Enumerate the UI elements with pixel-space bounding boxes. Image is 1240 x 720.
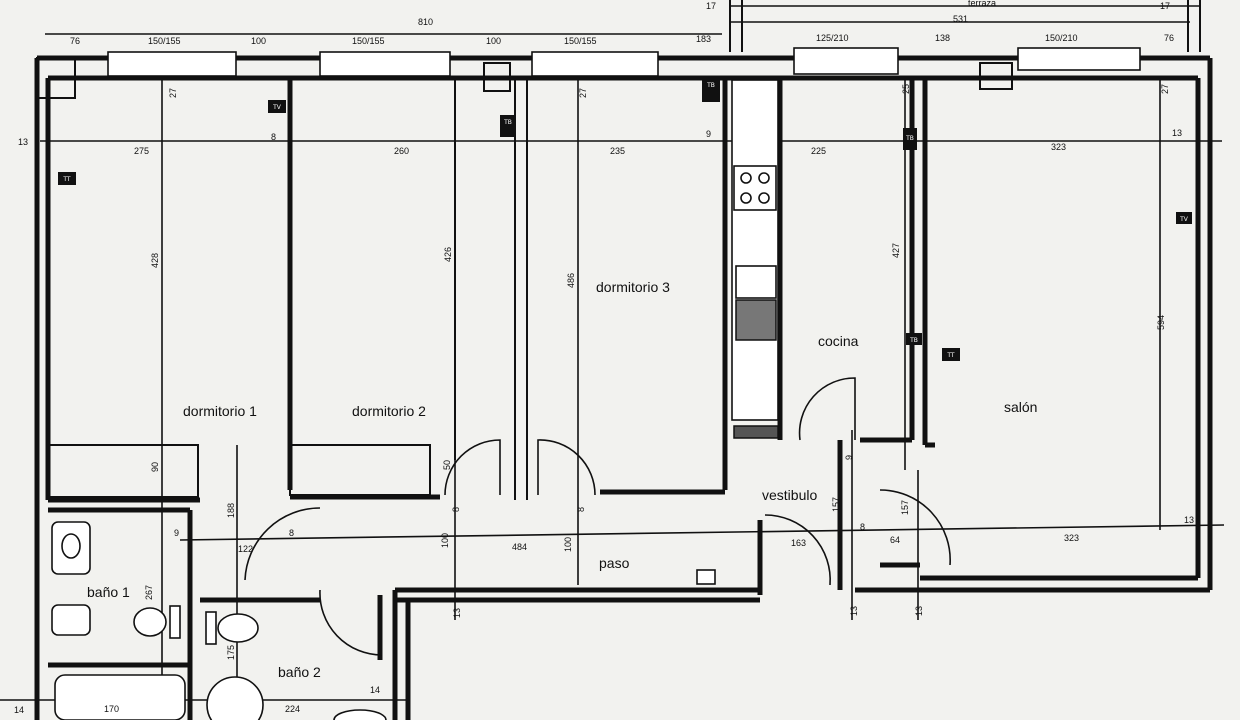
dim-label: 8 xyxy=(451,507,461,512)
dim-label: 9 xyxy=(706,129,711,139)
dim-label: 150/210 xyxy=(1045,33,1078,43)
tb-socket-icon: TB xyxy=(905,135,914,142)
dim-label: 8 xyxy=(576,507,586,512)
room-label-dormitorio-2: dormitorio 2 xyxy=(352,403,426,419)
dim-label: 157 xyxy=(831,497,841,512)
bath-fixtures xyxy=(51,521,387,720)
dim-label: 275 xyxy=(134,146,149,156)
room-label-dormitorio-3: dormitorio 3 xyxy=(596,279,670,295)
dim-label: 76 xyxy=(70,36,80,46)
toilet-icon xyxy=(133,607,167,637)
dim-label: 13 xyxy=(452,608,462,618)
dim-label: 170 xyxy=(104,704,119,714)
dim-label: 484 xyxy=(512,542,527,552)
dim-label: 150/155 xyxy=(564,36,597,46)
dim-label: 100 xyxy=(486,36,501,46)
room-label-terraza: terraza xyxy=(968,0,996,8)
bathtub-icon xyxy=(54,674,186,720)
dim-label: 90 xyxy=(150,462,160,472)
dim-label: 122 xyxy=(238,544,253,554)
dim-label: 13 xyxy=(1184,515,1194,525)
dim-label: 25 xyxy=(901,84,911,94)
dimension-lines xyxy=(0,5,1225,720)
dim-label: 163 xyxy=(791,538,806,548)
dim-label: 13 xyxy=(18,137,28,147)
dim-label: 17 xyxy=(706,1,716,11)
dim-label: 323 xyxy=(1064,533,1079,543)
dim-label: 100 xyxy=(440,533,450,548)
dim-label: 428 xyxy=(150,253,160,268)
dim-label: 64 xyxy=(890,535,900,545)
dim-label: 8 xyxy=(289,528,294,538)
room-labels: dormitorio 1 dormitorio 2 dormitorio 3 c… xyxy=(87,0,1037,680)
dim-label: 9 xyxy=(844,455,854,460)
tb-socket-icon: TB xyxy=(503,119,512,126)
kitchen-fixtures xyxy=(731,79,779,439)
dim-label: 50 xyxy=(442,460,452,470)
dim-label: 125/210 xyxy=(816,33,849,43)
dim-label: 188 xyxy=(226,503,236,518)
doors xyxy=(244,377,951,656)
dim-label: 486 xyxy=(566,273,576,288)
dim-label: 531 xyxy=(953,14,968,24)
room-label-paso: paso xyxy=(599,555,630,571)
dim-label: 260 xyxy=(394,146,409,156)
room-label-salon: salón xyxy=(1004,399,1037,415)
dim-label: 183 xyxy=(696,34,711,44)
dim-label: 267 xyxy=(144,585,154,600)
dim-label: 225 xyxy=(811,146,826,156)
walls xyxy=(34,0,1213,720)
dimension-labels: 810 76 150/155 100 150/155 100 150/155 1… xyxy=(14,1,1194,715)
room-label-bano-1: baño 1 xyxy=(87,584,130,600)
tt-socket-icon: TT xyxy=(946,352,955,359)
dim-label: 9 xyxy=(174,528,179,538)
shower-icon xyxy=(206,676,264,720)
dim-label: 138 xyxy=(935,33,950,43)
dim-label: 17 xyxy=(1160,1,1170,11)
dim-label: 100 xyxy=(251,36,266,46)
dim-label: 810 xyxy=(418,17,433,27)
room-label-bano-2: baño 2 xyxy=(278,664,321,680)
dim-label: 224 xyxy=(285,704,300,714)
dim-label: 13 xyxy=(849,606,859,616)
tb-socket-icon: TB xyxy=(706,82,715,89)
dim-label: 27 xyxy=(168,88,178,98)
dim-label: 27 xyxy=(578,88,588,98)
room-label-cocina: cocina xyxy=(818,333,859,349)
toilet-icon xyxy=(51,604,91,636)
dim-label: 150/155 xyxy=(148,36,181,46)
dim-label: 323 xyxy=(1051,142,1066,152)
dim-label: 8 xyxy=(860,522,865,532)
dim-label: 235 xyxy=(610,146,625,156)
intercom-icon xyxy=(696,569,716,585)
dim-label: 427 xyxy=(891,243,901,258)
room-label-vestibulo: vestibulo xyxy=(762,487,817,503)
dim-label: 8 xyxy=(271,132,276,142)
dim-label: 594 xyxy=(1156,315,1166,330)
dim-label: 27 xyxy=(1160,84,1170,94)
dim-label: 76 xyxy=(1164,33,1174,43)
dim-label: 14 xyxy=(370,685,380,695)
dim-label: 175 xyxy=(226,645,236,660)
sockets: TV TT TB TB TB TV TB TT xyxy=(58,78,1192,585)
dim-label: 100 xyxy=(563,537,573,552)
dim-label: 150/155 xyxy=(352,36,385,46)
tv-socket-icon: TV xyxy=(1179,216,1189,223)
toilet-icon xyxy=(217,613,259,643)
tt-socket-icon: TT xyxy=(62,176,71,183)
dim-label: 157 xyxy=(900,500,910,515)
dim-label: 13 xyxy=(914,606,924,616)
tb-socket-icon: TB xyxy=(909,337,918,344)
cooktop-icon xyxy=(733,165,777,211)
tv-socket-icon: TV xyxy=(272,104,282,111)
sink-icon xyxy=(735,265,777,299)
room-label-dormitorio-1: dormitorio 1 xyxy=(183,403,257,419)
dim-label: 426 xyxy=(443,247,453,262)
dim-label: 13 xyxy=(1172,128,1182,138)
dim-label: 14 xyxy=(14,705,24,715)
